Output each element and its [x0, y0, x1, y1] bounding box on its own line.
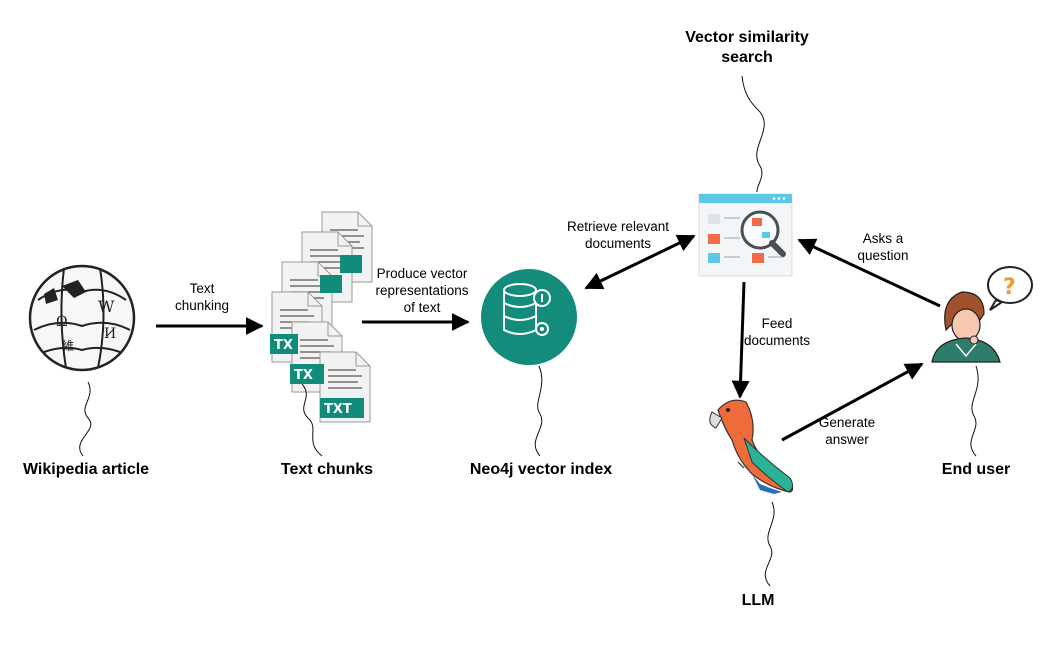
- arrow-generate: [781, 362, 924, 442]
- arrow-retrieve: [584, 234, 696, 290]
- edge-asks-line-1: Asks a: [862, 231, 904, 246]
- edge-retrieve-line-1: Retrieve relevant: [566, 219, 670, 234]
- edge-feed-line-2: documents: [743, 332, 811, 348]
- edge-label-retrieve: Retrieve relevant documents: [556, 219, 680, 253]
- edge-generate-line-2: answer: [825, 431, 869, 447]
- edge-chunking-line-1: Text: [189, 281, 215, 296]
- edge-vectors-line-1: Produce vector: [376, 266, 468, 281]
- edge-vectors-line-3: of text: [403, 299, 441, 315]
- edge-label-feed: Feed documents: [732, 316, 822, 350]
- svg-text:TX: TX: [274, 338, 293, 353]
- label-wikipedia-article: Wikipedia article: [22, 461, 150, 478]
- globe-glyph-wei: 維: [62, 339, 74, 353]
- edge-retrieve-line-2: documents: [584, 235, 652, 251]
- wikipedia-globe-icon: W Ω И 維: [28, 264, 136, 372]
- label-end-user: End user: [941, 461, 1011, 478]
- squiggle-search: [741, 75, 765, 193]
- txt-tag-label: TXT: [324, 402, 352, 417]
- globe-glyph-i: И: [104, 326, 116, 342]
- edge-label-chunking: Text chunking: [162, 281, 242, 315]
- edge-vectors-line-2: representations: [375, 282, 469, 298]
- edge-generate-line-1: Generate: [818, 415, 876, 430]
- edge-label-generate: Generate answer: [802, 415, 892, 449]
- arrow-feed: [731, 281, 750, 399]
- label-search-line-2: search: [721, 49, 773, 66]
- squiggle-neo4j: [534, 365, 543, 457]
- text-file-stack-icon: TX TX TXT: [270, 211, 373, 423]
- squiggle-user: [970, 365, 979, 457]
- edge-chunking-line-2: chunking: [174, 297, 230, 313]
- flow-arrows: [156, 234, 941, 442]
- label-neo4j-vector-index: Neo4j vector index: [469, 461, 613, 478]
- squiggle-llm: [764, 501, 775, 587]
- svg-text:?: ?: [1003, 275, 1016, 300]
- edge-feed-line-1: Feed: [761, 316, 793, 331]
- user-question-icon: ?: [931, 266, 1033, 363]
- parrot-icon: [709, 399, 794, 494]
- label-search-line-1: Vector similarity: [685, 29, 809, 46]
- svg-text:TX: TX: [294, 368, 313, 383]
- squiggle-chunks: [301, 383, 323, 457]
- label-vector-similarity-search: Vector similarity search: [657, 28, 837, 68]
- squiggle-wikipedia: [79, 381, 92, 457]
- label-llm: LLM: [741, 592, 775, 609]
- magnifier-dashboard-icon: [698, 193, 793, 277]
- globe-glyph-omega: Ω: [56, 314, 68, 330]
- edge-asks-line-2: question: [857, 247, 909, 263]
- globe-glyph-w: W: [98, 297, 115, 316]
- label-connectors: [79, 75, 979, 587]
- edge-label-asks: Asks a question: [838, 231, 928, 265]
- database-gear-icon: [481, 269, 577, 365]
- label-text-chunks: Text chunks: [280, 461, 374, 478]
- arrow-asks: [797, 238, 941, 308]
- edge-label-vectors: Produce vector representations of text: [364, 266, 480, 317]
